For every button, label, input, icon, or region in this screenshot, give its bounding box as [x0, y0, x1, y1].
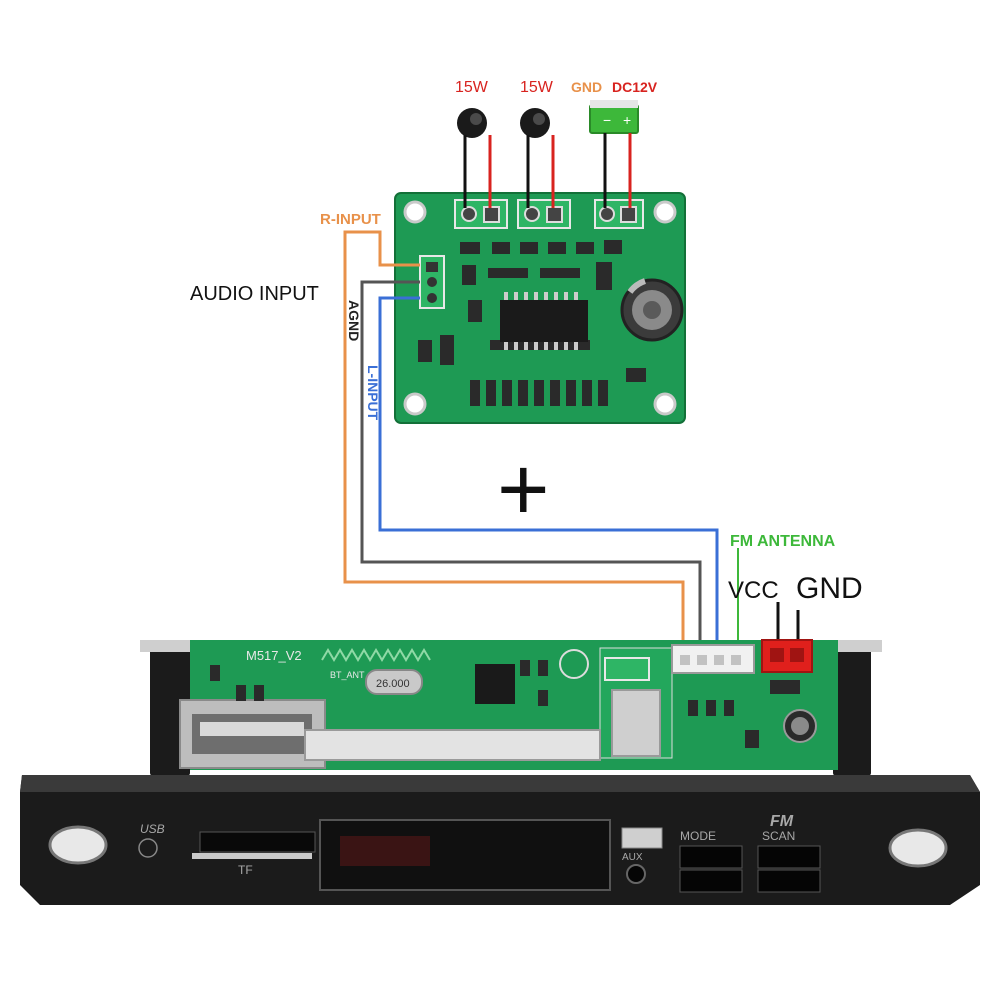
capacitor-icon	[620, 278, 684, 342]
amplifier-ic	[500, 292, 588, 350]
panel-screw-hole-icon	[888, 828, 948, 868]
right-bracket	[833, 646, 871, 776]
bt-antenna-trace	[321, 648, 431, 662]
wire-l-input	[378, 296, 719, 660]
aux-jack-icon[interactable]	[626, 864, 646, 884]
bt-ant-label: BT_ANT	[330, 670, 365, 680]
connector-minus-sign: −	[603, 112, 611, 128]
regulator-heatsink	[611, 689, 661, 757]
prev-button[interactable]	[679, 869, 743, 893]
amplifier-components	[418, 240, 646, 406]
l-input-label: L-INPUT	[365, 365, 381, 421]
panel-fm-label: FM	[770, 813, 794, 830]
panel-mode-label: MODE	[680, 829, 716, 843]
gnd-bottom-label: GND	[796, 572, 863, 605]
power-in-connector-icon	[761, 639, 813, 673]
audio-input-wires	[343, 230, 719, 660]
top-wires	[463, 133, 632, 208]
mp3-module: 26.000	[20, 639, 980, 905]
speaker-right-icon	[520, 108, 550, 138]
usb-port-icon	[179, 699, 326, 769]
component-outline	[559, 649, 589, 679]
led-display-digits	[340, 836, 430, 866]
small-capacitor-icon	[783, 709, 817, 743]
audio-input-label: AUDIO INPUT	[190, 283, 319, 305]
panel-aux-label: AUX	[622, 852, 643, 863]
fm-antenna-label: FM ANTENNA	[730, 533, 836, 550]
crystal-icon: 26.000	[365, 669, 423, 695]
connector-plus-sign: +	[623, 112, 631, 128]
audio-out-connector-icon	[671, 644, 755, 674]
wire-agnd	[360, 280, 702, 660]
mode-button[interactable]	[679, 845, 743, 869]
board-model-label: M517_V2	[246, 648, 302, 663]
audio-input-header	[419, 255, 445, 309]
panel-screw-hole-icon	[48, 825, 108, 865]
tf-slot-body	[304, 729, 601, 761]
speaker-right-label: 15W	[520, 79, 554, 96]
plus-sign: +	[497, 440, 550, 540]
bluetooth-icon	[138, 838, 158, 858]
mounting-hole-icon	[653, 392, 677, 416]
r-input-label: R-INPUT	[320, 211, 381, 228]
panel-scan-label: SCAN	[762, 829, 795, 843]
mp3-components	[210, 660, 800, 748]
mp3-chip	[475, 664, 515, 704]
crystal-label: 26.000	[376, 678, 410, 690]
power-connector-icon: − +	[589, 100, 639, 134]
panel-usb-slot	[199, 831, 316, 853]
jumper-pads	[604, 657, 650, 681]
front-panel-top-edge	[20, 775, 980, 792]
speaker-left-icon	[457, 108, 487, 138]
left-bracket-cap	[140, 640, 200, 652]
speaker-left-label: 15W	[455, 79, 489, 96]
speaker-output-pads	[454, 199, 644, 229]
next-button[interactable]	[757, 869, 821, 893]
aux-button[interactable]	[621, 827, 663, 849]
scan-button[interactable]	[757, 845, 821, 869]
gnd-top-label: GND	[571, 79, 602, 95]
amplifier-pcb-edge	[394, 192, 686, 424]
agnd-label: AGND	[346, 300, 362, 341]
vcc-label: VCC	[728, 577, 779, 604]
mounting-hole-icon	[403, 200, 427, 224]
panel-tf-label: TF	[238, 863, 253, 877]
amplifier-board	[394, 192, 686, 424]
dc12v-label: DC12V	[612, 79, 658, 95]
wire-r-input	[343, 230, 685, 660]
mounting-hole-icon	[403, 392, 427, 416]
panel-tf-slot	[192, 853, 312, 859]
panel-usb-label: USB	[140, 822, 165, 836]
mounting-hole-icon	[653, 200, 677, 224]
